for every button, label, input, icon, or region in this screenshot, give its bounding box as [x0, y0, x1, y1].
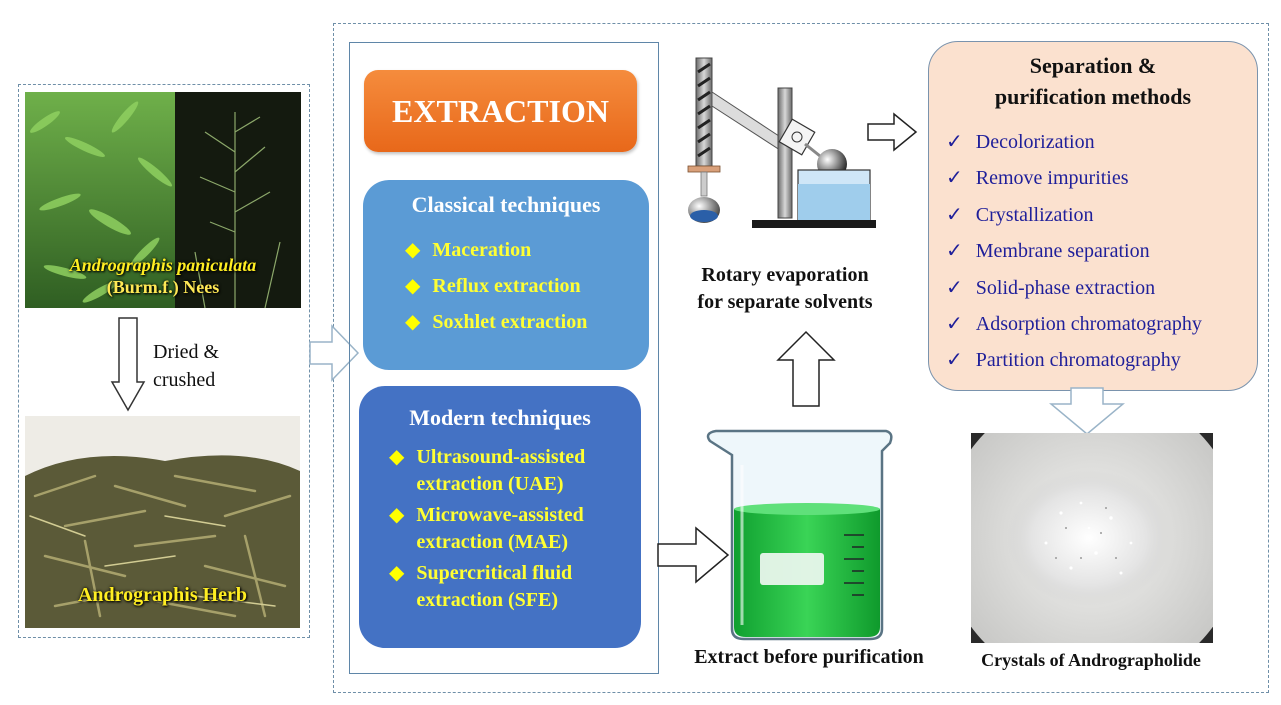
extraction-panel: [349, 42, 659, 674]
plant-authority: (Burm.f.) Nees: [106, 277, 220, 297]
process-label: Dried & crushed: [153, 338, 219, 394]
rotary-evaporator-illustration: [687, 57, 876, 228]
technique-label: Soxhlet extraction: [432, 311, 588, 333]
modern-techniques-list: ◆ Ultrasound-assisted extraction (UAE) ◆…: [389, 444, 641, 614]
extraction-title: EXTRACTION: [364, 70, 637, 152]
method-label: Decolorization: [975, 131, 1095, 153]
arrow-right-icon: [867, 112, 918, 152]
list-item: ✓ Adsorption chromatography: [946, 306, 1257, 342]
rotary-label: Rotary evaporation for separate solvents: [665, 262, 905, 316]
technique-label: Reflux extraction: [432, 275, 581, 297]
list-item: ◆ Ultrasound-assisted extraction (UAE): [389, 444, 641, 498]
beaker-label: Extract before purification: [694, 646, 924, 668]
list-item: ✓ Membrane separation: [946, 233, 1257, 269]
technique-label: Microwave-assisted: [416, 504, 584, 526]
list-item: ✓ Remove impurities: [946, 160, 1257, 196]
classical-techniques-title: Classical techniques: [411, 192, 601, 217]
diamond-icon: ◆: [405, 275, 421, 297]
method-label: Remove impurities: [975, 167, 1129, 190]
check-icon: ✓: [946, 312, 963, 335]
arrow-right-icon: [309, 324, 360, 382]
separation-title-line1: Separation &: [1029, 53, 1157, 78]
separation-title-line2: purification methods: [994, 84, 1192, 109]
plant-photo: Andrographis paniculata (Burm.f.) Nees: [25, 92, 301, 308]
list-item: ✓ Decolorization: [946, 124, 1257, 160]
separation-methods-box: Separation & purification methods ✓ Decol…: [928, 41, 1258, 391]
check-icon: ✓: [946, 167, 963, 190]
diamond-icon: ◆: [389, 562, 405, 584]
arrow-down-icon: [1049, 387, 1125, 435]
list-item: ✓ Solid-phase extraction: [946, 270, 1257, 306]
list-item: ◆ Reflux extraction: [405, 268, 649, 304]
modern-techniques-title: Modern techniques: [409, 405, 591, 430]
diamond-icon: ◆: [389, 446, 405, 468]
method-label: Solid-phase extraction: [975, 276, 1156, 299]
diamond-icon: ◆: [405, 239, 421, 261]
arrow-right-icon: [657, 526, 730, 584]
list-item: ✓ Partition chromatography: [946, 342, 1257, 378]
diamond-icon: ◆: [389, 504, 405, 526]
check-icon: ✓: [946, 349, 963, 372]
technique-label: Ultrasound-assisted: [416, 446, 586, 468]
method-label: Crystallization: [975, 203, 1094, 226]
technique-label: Supercritical fluid: [416, 562, 573, 584]
technique-label: extraction (UAE): [416, 473, 564, 495]
list-item: ◆ Supercritical fluid extraction (SFE): [389, 560, 641, 614]
technique-label: extraction (SFE): [416, 589, 559, 611]
technique-label: Maceration: [432, 239, 532, 261]
check-icon: ✓: [946, 276, 963, 299]
crystals-photo: [971, 433, 1213, 643]
method-label: Adsorption chromatography: [975, 312, 1202, 335]
rotary-label-line2: for separate solvents: [697, 291, 873, 313]
classical-techniques-list: ◆ Maceration ◆ Reflux extraction ◆ Soxhl…: [405, 232, 649, 340]
list-item: ◆ Maceration: [405, 232, 649, 268]
check-icon: ✓: [946, 131, 963, 153]
technique-label: extraction (MAE): [416, 531, 569, 553]
plant-latin-name: Andrographis paniculata: [69, 255, 257, 275]
arrow-up-icon: [776, 330, 836, 407]
herb-photo: Andrographis Herb: [25, 416, 300, 628]
rotary-label-line1: Rotary evaporation: [701, 264, 869, 286]
classical-techniques-box: Classical techniques ◆ Maceration ◆ Refl…: [363, 180, 649, 370]
check-icon: ✓: [946, 240, 963, 263]
method-label: Membrane separation: [975, 240, 1150, 263]
diamond-icon: ◆: [405, 311, 421, 333]
process-label-line1: Dried &: [153, 341, 220, 363]
list-item: ◆ Microwave-assisted extraction (MAE): [389, 502, 641, 556]
crystals-label: Crystals of Andrographolide: [981, 650, 1201, 670]
beaker-illustration: [706, 429, 893, 641]
method-label: Partition chromatography: [975, 349, 1181, 372]
process-label-line2: crushed: [153, 369, 216, 391]
arrow-down-icon: [110, 317, 146, 412]
herb-caption: Andrographis Herb: [77, 584, 248, 606]
check-icon: ✓: [946, 203, 963, 226]
list-item: ✓ Crystallization: [946, 197, 1257, 233]
separation-methods-list: ✓ Decolorization ✓ Remove impurities ✓ Crys…: [946, 124, 1257, 379]
list-item: ◆ Soxhlet extraction: [405, 304, 649, 340]
separation-title: Separation & purification methods: [929, 50, 1257, 112]
modern-techniques-box: Modern techniques ◆ Ultrasound-assisted …: [359, 386, 641, 648]
